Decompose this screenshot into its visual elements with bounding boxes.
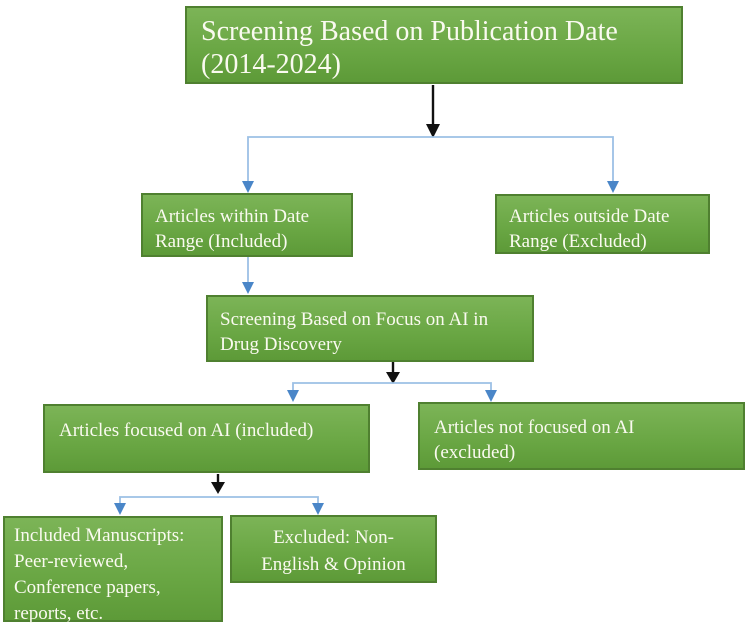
blue-down-arrow-icon bbox=[242, 257, 254, 294]
node-articles-focused-ai: Articles focused on AI (included) bbox=[43, 404, 370, 473]
blue-split-connector-row4 bbox=[287, 382, 497, 402]
blue-arrowhead-icon bbox=[114, 503, 126, 515]
blue-arrowhead-icon bbox=[287, 390, 299, 402]
blue-arrowhead-icon bbox=[607, 181, 619, 193]
black-down-arrow-icon bbox=[426, 85, 440, 138]
blue-split-connector-row2 bbox=[242, 136, 619, 193]
node-articles-not-focused-ai: Articles not focused on AI (excluded) bbox=[418, 402, 745, 470]
black-down-arrow-icon bbox=[211, 474, 225, 494]
node-screening-publication-date: Screening Based on Publication Date (201… bbox=[185, 6, 683, 84]
node-articles-within-date-range: Articles within Date Range (Included) bbox=[141, 193, 353, 257]
black-down-arrow-icon bbox=[386, 362, 400, 384]
node-included-manuscripts: Included Manuscripts: Peer-reviewed, Con… bbox=[3, 516, 223, 624]
blue-arrowhead-icon bbox=[312, 503, 324, 515]
node-articles-outside-date-range: Articles outside Date Range (Excluded) bbox=[495, 194, 710, 254]
blue-arrowhead-icon bbox=[485, 390, 497, 402]
node-excluded-non-english: Excluded: Non- English & Opinion bbox=[230, 515, 437, 583]
blue-split-connector-row5 bbox=[114, 496, 324, 515]
blue-arrowhead-icon bbox=[242, 181, 254, 193]
node-screening-ai-focus: Screening Based on Focus on AI in Drug D… bbox=[206, 295, 534, 362]
